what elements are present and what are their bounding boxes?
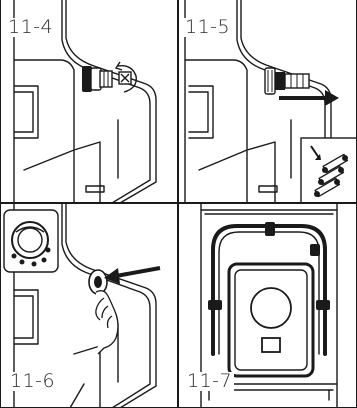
transport-bolt-icon: [82, 66, 112, 92]
divider-horizontal: [0, 202, 357, 204]
hand-icon: [96, 291, 118, 354]
hole-cap-bag-inset: [4, 210, 58, 272]
hole-cap-icon: [89, 270, 107, 294]
panel-step-11-5: 11-5: [179, 0, 357, 203]
panel-step-11-4: 11-4: [0, 0, 178, 203]
step-label: 11-7: [185, 372, 234, 391]
rear-panel: [229, 264, 313, 376]
panel-step-11-6: 11-6: [0, 204, 178, 408]
divider-vertical: [177, 0, 179, 408]
step-label: 11-6: [8, 372, 57, 391]
step-label: 11-4: [6, 18, 55, 37]
wrench-rotate-icon: [116, 62, 136, 92]
removed-bolts-inset: [301, 138, 357, 203]
step-label: 11-5: [183, 18, 232, 37]
panel-step-11-7: 11-7: [179, 204, 357, 408]
border-left: [0, 0, 1, 408]
